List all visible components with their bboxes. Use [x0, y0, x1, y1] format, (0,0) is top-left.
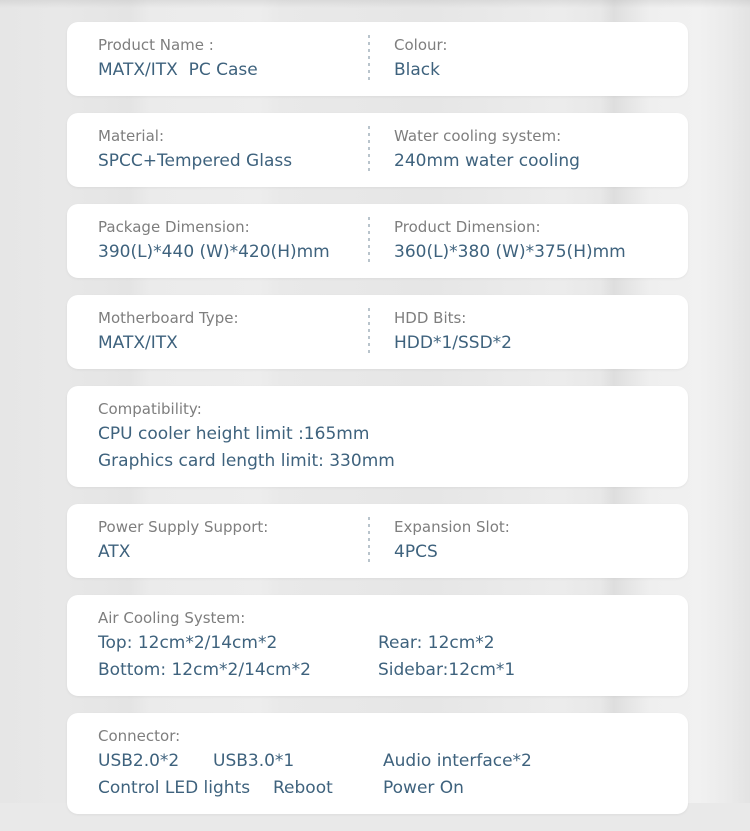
spec-value: SPCC+Tempered Glass: [98, 151, 293, 171]
spec-value-rear-fans: Rear: 12cm*2: [378, 633, 495, 653]
spec-label: Product Name :: [98, 36, 214, 54]
spec-field-motherboard-type: Motherboard Type: MATX/ITX: [67, 306, 368, 357]
spec-value-sidebar-fans: Sidebar:12cm*1: [378, 660, 516, 680]
spec-field-material: Material: SPCC+Tempered Glass: [67, 124, 368, 175]
spec-label: Package Dimension:: [98, 218, 250, 236]
spec-label: Power Supply Support:: [98, 518, 269, 536]
spec-label: Connector:: [98, 727, 181, 745]
column-divider: [368, 517, 370, 565]
spec-label: Colour:: [394, 36, 448, 54]
connector-row-usb: USB2.0*2 USB3.0*1 Audio interface*2: [98, 748, 688, 775]
spec-card-list: Product Name : MATX/ITX PC Case Colour: …: [67, 22, 688, 831]
air-cooling-row-bottom: Bottom: 12cm*2/14cm*2 Sidebar:12cm*1: [98, 657, 688, 684]
spec-value-usb3: USB3.0*1: [213, 751, 295, 771]
spec-value-control-led: Control LED lights: [98, 778, 251, 798]
column-divider: [368, 217, 370, 265]
spec-value-gpu-length-limit: Graphics card length limit: 330mm: [98, 451, 395, 471]
spec-value: HDD*1/SSD*2: [394, 333, 512, 353]
spec-field-hdd-bits: HDD Bits: HDD*1/SSD*2: [368, 306, 688, 357]
spec-value-usb2: USB2.0*2: [98, 751, 180, 771]
spec-value: MATX/ITX PC Case: [98, 60, 258, 80]
spec-card-motherboard: Motherboard Type: MATX/ITX HDD Bits: HDD…: [67, 295, 688, 369]
air-cooling-row-top: Top: 12cm*2/14cm*2 Rear: 12cm*2: [98, 630, 688, 657]
spec-value-cpu-cooler-limit: CPU cooler height limit :165mm: [98, 424, 370, 444]
spec-value-bottom-fans: Bottom: 12cm*2/14cm*2: [98, 660, 311, 680]
spec-value: Black: [394, 60, 440, 80]
spec-sheet-page: Product Name : MATX/ITX PC Case Colour: …: [0, 0, 750, 814]
spec-field-package-dimension: Package Dimension: 390(L)*440 (W)*420(H)…: [67, 215, 368, 266]
spec-value: 240mm water cooling: [394, 151, 580, 171]
spec-value: MATX/ITX: [98, 333, 178, 353]
spec-label: Product Dimension:: [394, 218, 541, 236]
spec-field-expansion-slot: Expansion Slot: 4PCS: [368, 515, 688, 566]
spec-value: 360(L)*380 (W)*375(H)mm: [394, 242, 626, 262]
spec-field-water-cooling-system: Water cooling system: 240mm water coolin…: [368, 124, 688, 175]
spec-label: Motherboard Type:: [98, 309, 239, 327]
column-divider: [368, 308, 370, 356]
spec-value-reboot: Reboot: [273, 778, 333, 798]
spec-value-audio-interface: Audio interface*2: [383, 751, 532, 771]
spec-label: Expansion Slot:: [394, 518, 510, 536]
spec-field-colour: Colour: Black: [368, 33, 688, 84]
column-divider: [368, 126, 370, 174]
spec-card-air-cooling: Air Cooling System: Top: 12cm*2/14cm*2 R…: [67, 595, 688, 696]
spec-card-power-supply: Power Supply Support: ATX Expansion Slot…: [67, 504, 688, 578]
connector-row-controls: Control LED lights Reboot Power On: [98, 775, 688, 802]
spec-value: 4PCS: [394, 542, 438, 562]
spec-value: 390(L)*440 (W)*420(H)mm: [98, 242, 330, 262]
column-divider: [368, 35, 370, 83]
spec-value-power-on: Power On: [383, 778, 464, 798]
spec-label: Air Cooling System:: [98, 609, 246, 627]
spec-card-product-name: Product Name : MATX/ITX PC Case Colour: …: [67, 22, 688, 96]
spec-label: Compatibility:: [98, 400, 202, 418]
spec-card-compatibility: Compatibility: CPU cooler height limit :…: [67, 386, 688, 487]
spec-card-dimensions: Package Dimension: 390(L)*440 (W)*420(H)…: [67, 204, 688, 278]
spec-field-power-supply-support: Power Supply Support: ATX: [67, 515, 368, 566]
spec-label: Material:: [98, 127, 164, 145]
spec-field-compatibility: Compatibility: CPU cooler height limit :…: [67, 397, 688, 475]
spec-field-product-dimension: Product Dimension: 360(L)*380 (W)*375(H)…: [368, 215, 688, 266]
spec-value: ATX: [98, 542, 131, 562]
spec-field-product-name: Product Name : MATX/ITX PC Case: [67, 33, 368, 84]
spec-field-air-cooling-system: Air Cooling System: Top: 12cm*2/14cm*2 R…: [67, 606, 688, 684]
spec-label: Water cooling system:: [394, 127, 562, 145]
spec-card-connector: Connector: USB2.0*2 USB3.0*1 Audio inter…: [67, 713, 688, 814]
spec-field-connector: Connector: USB2.0*2 USB3.0*1 Audio inter…: [67, 724, 688, 802]
spec-card-material: Material: SPCC+Tempered Glass Water cool…: [67, 113, 688, 187]
spec-label: HDD Bits:: [394, 309, 467, 327]
spec-value-top-fans: Top: 12cm*2/14cm*2: [98, 633, 278, 653]
